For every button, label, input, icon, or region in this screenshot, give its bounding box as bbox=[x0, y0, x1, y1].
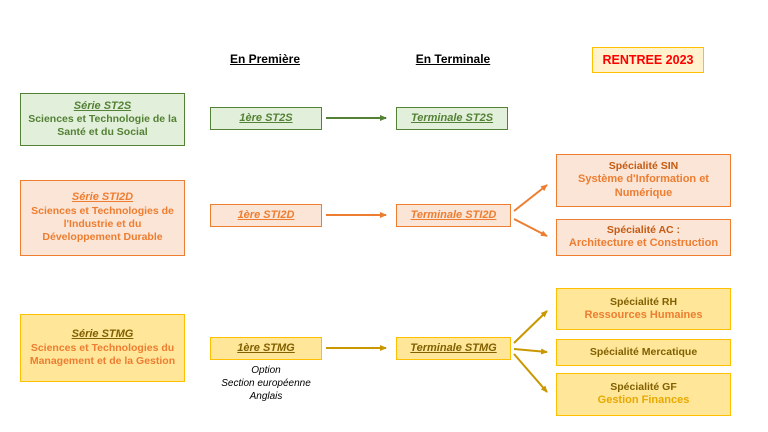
specialite-gf-box: Spécialité GF Gestion Finances bbox=[556, 373, 731, 416]
specialite-gf-title: Spécialité GF bbox=[610, 381, 677, 394]
terminale-sti2d-box: Terminale STI2D bbox=[396, 204, 511, 227]
arrow-sti2d-to-sin bbox=[513, 184, 548, 212]
specialite-rh-title: Spécialité RH bbox=[609, 295, 678, 308]
premiere-st2s-box: 1ère ST2S bbox=[210, 107, 322, 130]
arrow-stmg-to-rh bbox=[513, 310, 548, 344]
specialite-ac-box: Spécialité AC : Architecture et Construc… bbox=[556, 219, 731, 256]
serie-stmg-title: Série STMG bbox=[71, 328, 134, 340]
serie-st2s-box: Série ST2S Sciences et Technologie de la… bbox=[20, 93, 185, 146]
specialite-gf-subtitle: Gestion Finances bbox=[597, 394, 690, 407]
serie-stmg-box: Série STMG Sciences et Technologies du M… bbox=[20, 314, 185, 382]
serie-st2s-subtitle: Sciences et Technologie de la Santé et d… bbox=[28, 113, 177, 139]
specialite-sin-title: Spécialité SIN bbox=[608, 160, 679, 173]
terminale-stmg-box: Terminale STMG bbox=[396, 337, 511, 360]
serie-sti2d-subtitle: Sciences et Technologies de l'Industrie … bbox=[31, 205, 174, 244]
stmg-option-line-3: Anglais bbox=[249, 391, 283, 402]
premiere-st2s-label: 1ère ST2S bbox=[239, 111, 293, 124]
arrow-stmg-to-gf bbox=[513, 353, 548, 393]
specialite-ac-title: Spécialité AC : bbox=[606, 224, 681, 237]
specialite-sin-box: Spécialité SIN Système d'Information et … bbox=[556, 154, 731, 207]
specialite-ac-subtitle: Architecture et Construction bbox=[568, 237, 719, 250]
serie-sti2d-box: Série STI2D Sciences et Technologies de … bbox=[20, 180, 185, 256]
arrow-sti2d-to-ac bbox=[513, 218, 548, 237]
arrow-stmg-to-mercatique bbox=[513, 348, 548, 355]
premiere-sti2d-label: 1ère STI2D bbox=[237, 208, 295, 221]
premiere-stmg-label: 1ère STMG bbox=[237, 341, 295, 354]
specialite-rh-subtitle: Ressources Humaines bbox=[584, 308, 703, 321]
specialite-sin-subtitle: Système d'Information et Numérique bbox=[578, 173, 709, 200]
rentree-2023-badge: RENTREE 2023 bbox=[592, 47, 704, 73]
column-header-premiere: En Première bbox=[229, 52, 301, 66]
stmg-option-line-2: Section européenne bbox=[221, 378, 311, 389]
serie-st2s-title: Série ST2S bbox=[73, 99, 132, 112]
terminale-stmg-label: Terminale STMG bbox=[410, 341, 497, 354]
premiere-stmg-box: 1ère STMG bbox=[210, 337, 322, 360]
stmg-option-line-1: Option bbox=[251, 365, 281, 376]
terminale-sti2d-label: Terminale STI2D bbox=[410, 208, 497, 221]
stmg-option-note: Option Section européenne Anglais bbox=[210, 364, 322, 403]
specialite-mercatique-box: Spécialité Mercatique bbox=[556, 339, 731, 366]
specialite-mercatique-title: Spécialité Mercatique bbox=[589, 345, 698, 358]
terminale-st2s-box: Terminale ST2S bbox=[396, 107, 508, 130]
specialite-rh-box: Spécialité RH Ressources Humaines bbox=[556, 288, 731, 330]
serie-stmg-subtitle: Sciences et Technologies du Management e… bbox=[29, 341, 176, 367]
terminale-st2s-label: Terminale ST2S bbox=[410, 111, 494, 124]
premiere-sti2d-box: 1ère STI2D bbox=[210, 204, 322, 227]
serie-sti2d-title: Série STI2D bbox=[71, 191, 134, 204]
column-header-terminale: En Terminale bbox=[415, 52, 491, 66]
